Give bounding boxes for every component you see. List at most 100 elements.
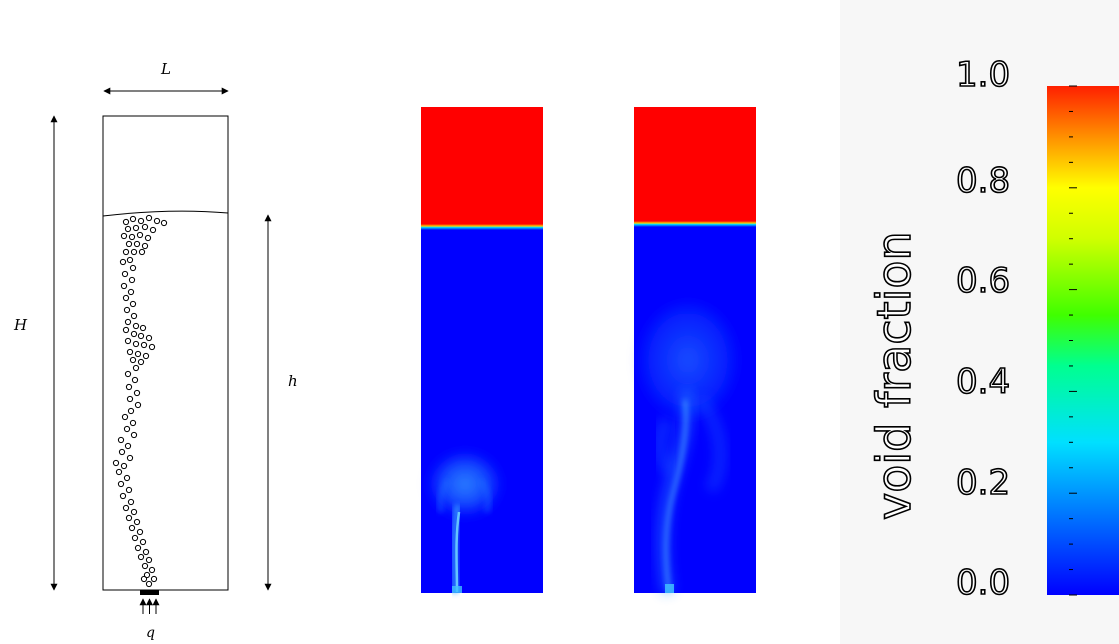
- bubble: [134, 544, 142, 552]
- bubble: [120, 232, 128, 240]
- bubble: [129, 300, 137, 308]
- schematic-diagram: L H h q: [13, 60, 298, 641]
- bubble: [125, 383, 133, 391]
- bubble: [129, 419, 137, 427]
- bubble: [139, 538, 147, 546]
- bubble: [125, 514, 133, 522]
- simulation-snapshot-late: [634, 107, 756, 595]
- bubble: [118, 448, 126, 456]
- bubble: [130, 330, 138, 338]
- bubble: [130, 508, 138, 516]
- air-region: [421, 107, 543, 227]
- bubble: [117, 436, 125, 444]
- bubble: [148, 566, 156, 574]
- bubble: [133, 389, 141, 397]
- bubble: [131, 534, 139, 542]
- free-surface-line: [102, 210, 229, 217]
- bubble-chain: [112, 214, 168, 588]
- tick-label-0-6: 0.6: [956, 261, 1010, 301]
- bubble: [129, 264, 137, 272]
- bubble: [121, 413, 129, 421]
- tick-label-1-0: 1.0: [956, 55, 1010, 95]
- colorbar-gradient: [1047, 86, 1119, 595]
- bubble: [112, 459, 120, 467]
- bubble: [124, 442, 132, 450]
- interface-band: [634, 221, 756, 227]
- bubble: [140, 575, 148, 583]
- bubble: [141, 562, 149, 570]
- bubble: [132, 340, 140, 348]
- bubble: [142, 352, 150, 360]
- bubble: [126, 348, 134, 356]
- bubble: [132, 322, 140, 330]
- bubble: [128, 276, 136, 284]
- bubble: [141, 242, 149, 250]
- bubble: [126, 256, 134, 264]
- bubble: [133, 518, 141, 526]
- bubble: [126, 454, 134, 462]
- bubble: [115, 468, 123, 476]
- bubble: [122, 294, 130, 302]
- bubble: [122, 248, 130, 256]
- bubble: [127, 288, 135, 296]
- bubble: [124, 337, 132, 345]
- bubble: [130, 312, 138, 320]
- gas-inlet-nozzle: [140, 590, 159, 595]
- bubble: [123, 474, 131, 482]
- bubble-plume-early: [427, 450, 503, 594]
- bubble: [137, 217, 145, 225]
- flow-rate-label-q: q: [146, 625, 155, 641]
- bubble: [136, 231, 144, 239]
- simulation-snapshot-early: [421, 107, 543, 594]
- bubble: [122, 326, 130, 334]
- tick-label-0-4: 0.4: [956, 362, 1010, 402]
- bubble: [137, 358, 145, 366]
- bubble: [126, 395, 134, 403]
- colorbar-title: void fraction: [867, 231, 921, 520]
- bubble: [137, 553, 145, 561]
- tick-label-0-8: 0.8: [956, 161, 1010, 201]
- inlet-flow-arrows: [139, 598, 160, 614]
- bubble: [160, 219, 168, 227]
- bubble: [133, 240, 141, 248]
- bubble: [117, 480, 125, 488]
- bubble: [122, 218, 130, 226]
- column-outline: [102, 115, 229, 591]
- bubble: [130, 431, 138, 439]
- bubble: [125, 486, 133, 494]
- bubble: [142, 548, 150, 556]
- bubble: [123, 306, 131, 314]
- bubble: [134, 401, 142, 409]
- bubble: [150, 575, 158, 583]
- bubble: [148, 343, 156, 351]
- bubble: [124, 318, 132, 326]
- bubble: [127, 498, 135, 506]
- interface-band: [421, 224, 543, 230]
- bubble: [119, 492, 127, 500]
- bubble: [129, 215, 137, 223]
- bubble: [128, 233, 136, 241]
- bubble: [145, 556, 153, 564]
- liquid-height-label-h: h: [288, 372, 298, 390]
- width-label-L: L: [160, 60, 171, 78]
- bubble: [125, 240, 133, 248]
- bubble: [120, 462, 128, 470]
- bubble: [137, 332, 145, 340]
- bubble: [143, 571, 151, 579]
- bubble: [130, 248, 138, 256]
- colorbar-tick-labels: 1.0 0.8 0.6 0.4 0.2 0.0: [955, 54, 1011, 604]
- bubble: [132, 364, 140, 372]
- bubble: [128, 524, 136, 532]
- air-region: [634, 107, 756, 224]
- bubble: [124, 225, 132, 233]
- bubble: [134, 350, 142, 358]
- height-label-H: H: [13, 316, 28, 334]
- bubble: [127, 407, 135, 415]
- bubble: [141, 223, 149, 231]
- bubble: [122, 504, 130, 512]
- bubble: [121, 270, 129, 278]
- bubble: [123, 425, 131, 433]
- bubble: [145, 334, 153, 342]
- bubble: [140, 341, 148, 349]
